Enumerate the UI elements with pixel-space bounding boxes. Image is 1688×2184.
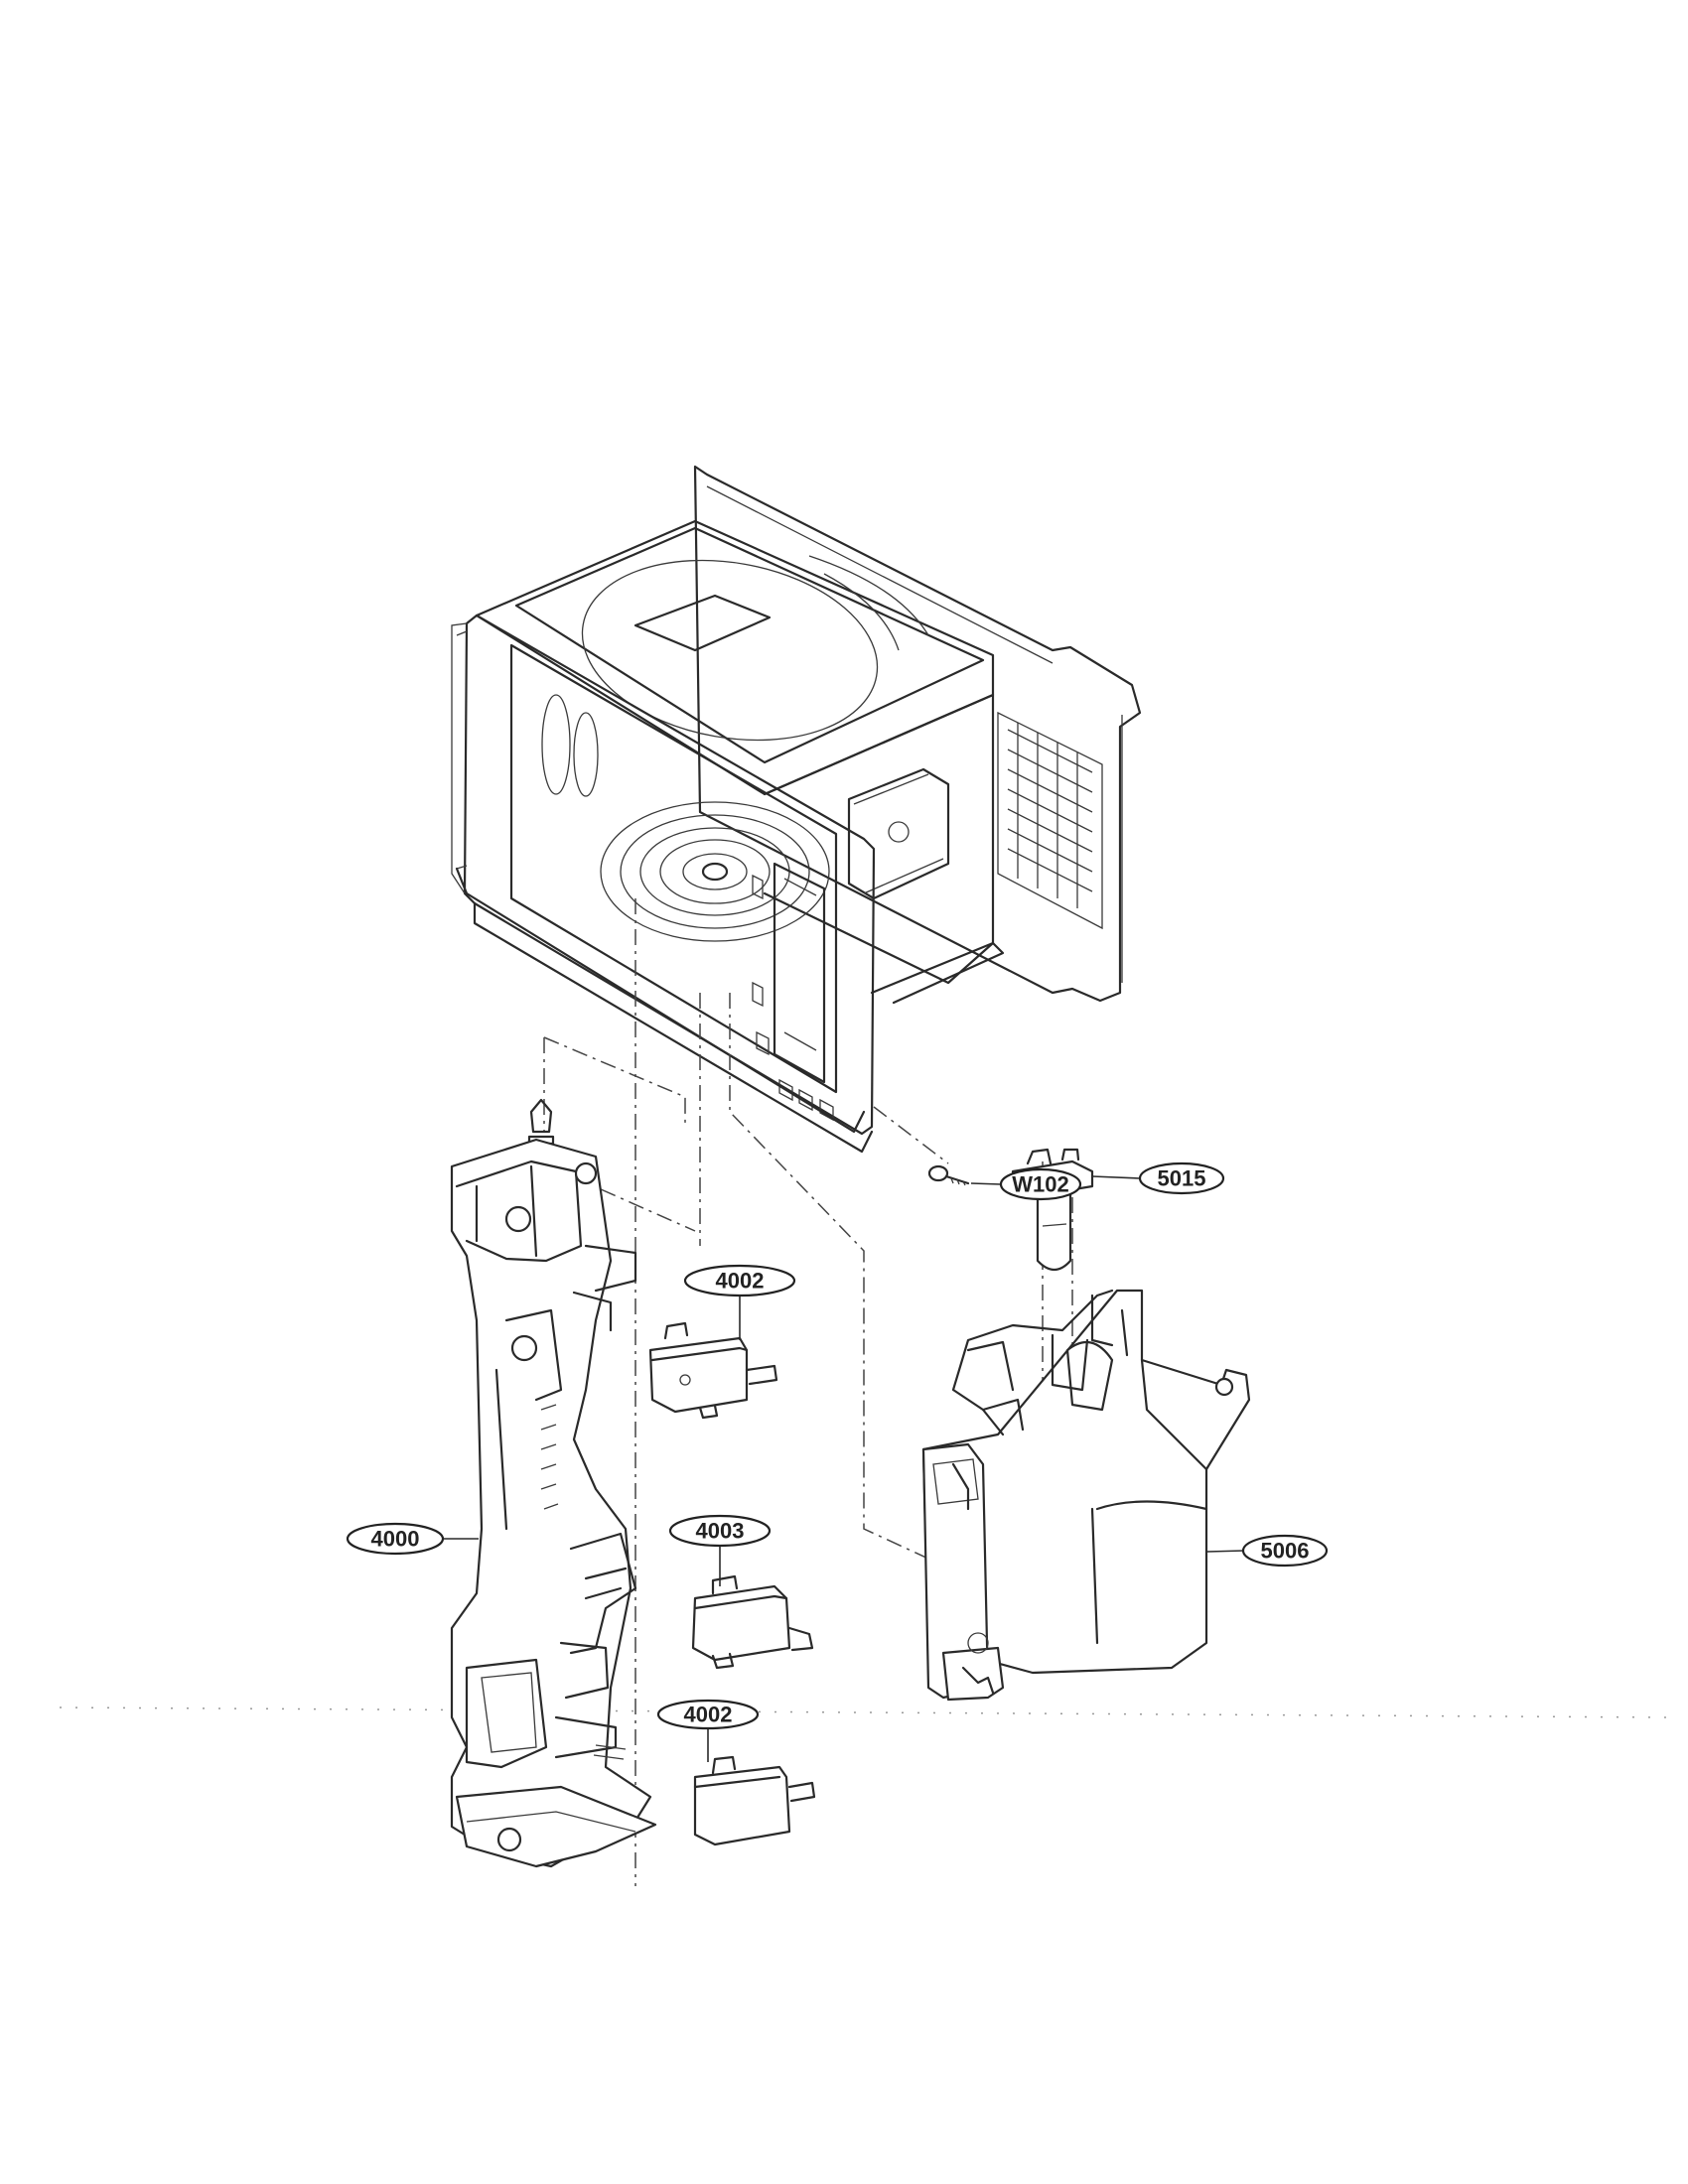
cavity-assembly — [451, 465, 1142, 1154]
callout-4002-top-label: 4002 — [716, 1269, 765, 1294]
callout-5006: 5006 — [1206, 1534, 1329, 1568]
assembly-guide-lines — [543, 898, 1073, 1886]
callout-4000: 4000 — [346, 1522, 479, 1556]
callout-4002-bottom: 4002 — [656, 1699, 760, 1762]
lamp-holder-bracket-5006 — [921, 1289, 1251, 1702]
callout-4003: 4003 — [668, 1514, 772, 1586]
scan-artifact-line — [59, 1706, 1669, 1718]
vent-grille — [997, 711, 1103, 930]
callout-4002-bottom-label: 4002 — [684, 1703, 733, 1727]
callout-w102-label: W102 — [1012, 1172, 1068, 1197]
callout-5015: 5015 — [1091, 1161, 1225, 1195]
callout-4002-top: 4002 — [683, 1264, 796, 1340]
callout-4000-label: 4000 — [371, 1527, 420, 1552]
callout-5015-label: 5015 — [1158, 1166, 1206, 1191]
micro-switch-4002-bottom — [693, 1755, 816, 1846]
callout-w102: W102 — [970, 1167, 1082, 1201]
callout-4003-label: 4003 — [696, 1519, 745, 1544]
callout-5006-label: 5006 — [1261, 1539, 1310, 1564]
micro-switch-4003 — [691, 1574, 814, 1670]
lamp-5015 — [1011, 1148, 1094, 1272]
micro-switch-4002-top — [648, 1321, 778, 1420]
latch-board-4000 — [450, 1098, 657, 1868]
screw-w102 — [927, 1164, 970, 1186]
